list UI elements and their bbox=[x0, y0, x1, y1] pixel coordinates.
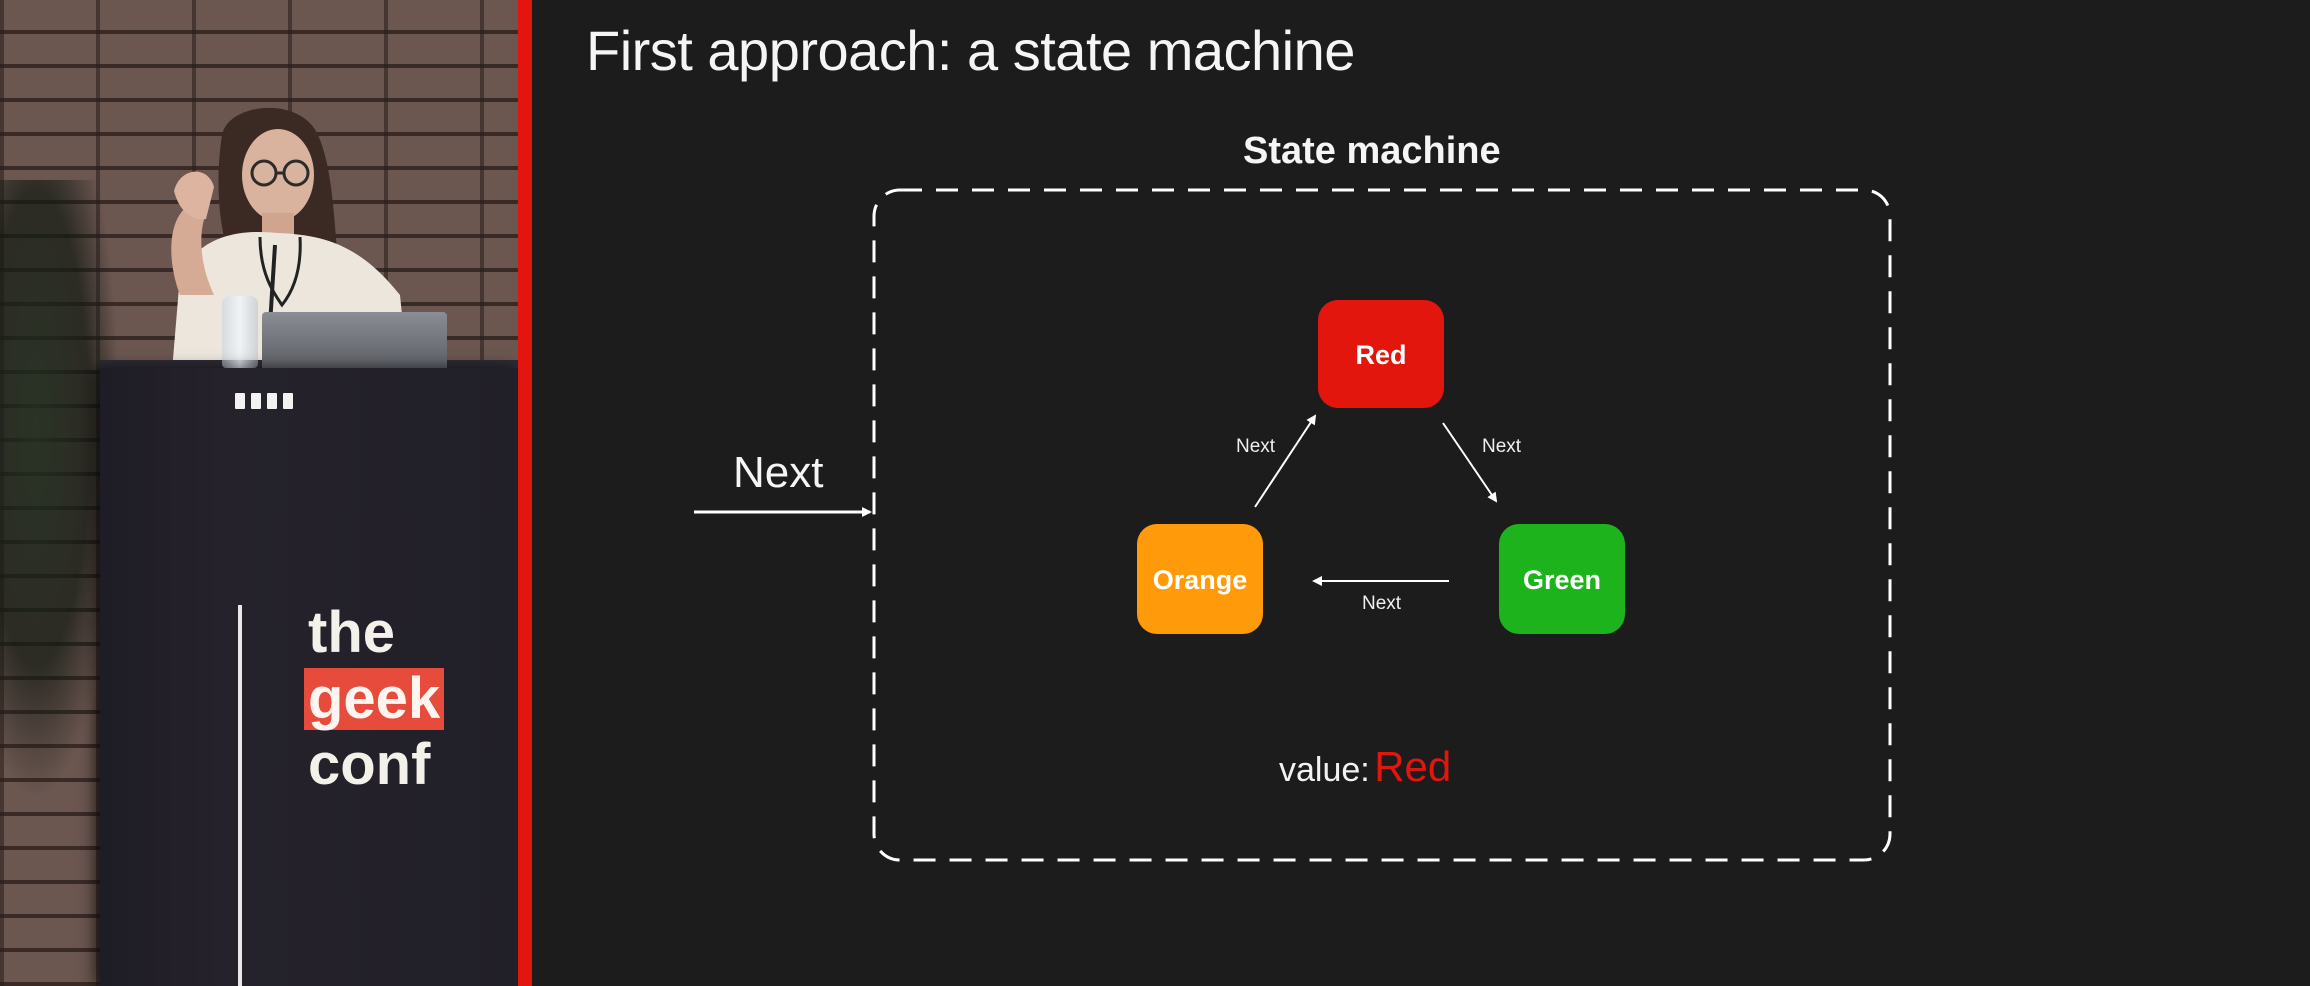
podium-logo-mark bbox=[235, 393, 293, 409]
podium-divider-line bbox=[238, 605, 242, 986]
logo-line-the: the bbox=[308, 600, 395, 665]
slide-title: First approach: a state machine bbox=[586, 19, 1355, 82]
water-bottle bbox=[222, 296, 258, 368]
state-label-red: Red bbox=[1355, 340, 1406, 370]
value-label: value: bbox=[1279, 751, 1370, 789]
logo-line-conf: conf bbox=[308, 732, 431, 797]
state-label-green: Green bbox=[1523, 565, 1601, 595]
transition-label-green-orange: Next bbox=[1362, 593, 1402, 614]
transition-label-orange-red: Next bbox=[1236, 436, 1276, 457]
state-node-green: Green bbox=[1499, 524, 1625, 634]
input-event-label: Next bbox=[733, 448, 824, 497]
state-node-orange: Orange bbox=[1137, 524, 1263, 634]
presentation-slide: First approach: a state machine Red Gree… bbox=[532, 0, 2310, 986]
transition-orange-to-red bbox=[1254, 414, 1317, 508]
state-machine-boundary bbox=[872, 188, 1892, 862]
transition-label-red-green: Next bbox=[1482, 436, 1522, 457]
speaker-video-panel: the geek conf bbox=[0, 0, 518, 986]
transition-red-to-green bbox=[1442, 422, 1498, 503]
state-label-orange: Orange bbox=[1153, 565, 1248, 595]
state-machine-diagram: Red Green Orange Next Next Next bbox=[694, 188, 1892, 862]
state-machine-title: State machine bbox=[1243, 130, 1501, 172]
state-node-red: Red bbox=[1318, 300, 1444, 408]
accent-divider-bar bbox=[518, 0, 532, 986]
current-state-value: Red bbox=[1374, 743, 1452, 790]
current-value-row: value: Red bbox=[1279, 743, 1451, 791]
conference-logo: the geek conf bbox=[304, 600, 445, 798]
laptop bbox=[262, 312, 447, 368]
logo-line-geek: geek bbox=[304, 668, 445, 730]
